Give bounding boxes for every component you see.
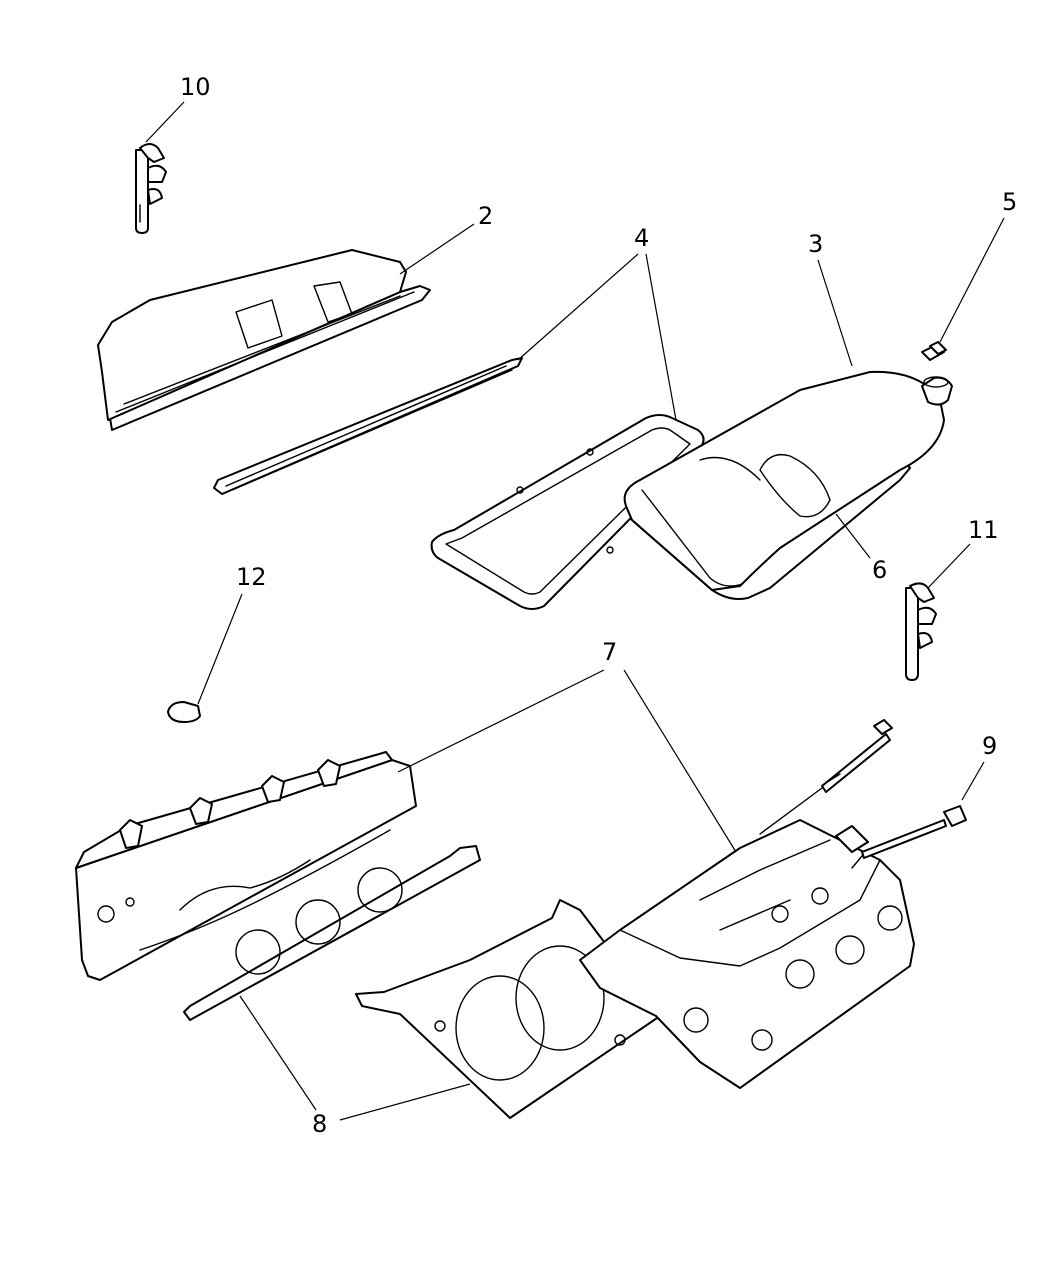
callout-12: 12 [236, 563, 267, 591]
callout-8: 8 [312, 1110, 327, 1138]
leader-3 [817, 259, 853, 367]
callout-4: 4 [634, 224, 649, 252]
callout-10: 10 [180, 73, 211, 101]
part-8-head-gasket-left [183, 845, 481, 1021]
callout-7: 7 [602, 638, 617, 666]
part-4-gasket-left [213, 357, 523, 495]
leader-2 [399, 223, 475, 275]
part-head-bolt-long [759, 719, 893, 835]
part-12-plug [167, 701, 201, 723]
callout-6: 6 [872, 556, 887, 584]
leader-4a [517, 253, 639, 361]
leader-10 [145, 101, 185, 143]
leader-7b [623, 669, 737, 853]
callout-2: 2 [478, 202, 493, 230]
part-7-cylinder-head-right [579, 819, 915, 1089]
leader-11 [927, 543, 971, 589]
leader-8b [339, 1083, 471, 1121]
leader-12 [197, 593, 243, 705]
callout-5: 5 [1002, 188, 1017, 216]
leader-lines [145, 101, 1005, 1121]
leader-9 [961, 761, 985, 801]
leader-7a [397, 669, 605, 773]
part-8-head-gasket-right [355, 899, 661, 1119]
part-9-bolt [851, 805, 967, 869]
leader-8a [239, 995, 317, 1111]
callout-3: 3 [808, 230, 823, 258]
callout-labels: 10 2 4 3 5 11 6 12 7 9 8 [180, 73, 1017, 1138]
leader-4b [645, 253, 677, 421]
part-5-bolt [921, 341, 947, 361]
leader-5 [939, 217, 1005, 343]
part-4-gasket-right [430, 414, 705, 610]
leader-6 [835, 513, 871, 559]
callout-9: 9 [982, 732, 997, 760]
part-11-wiring-clip [905, 582, 937, 681]
part-7-cylinder-head-left [75, 751, 417, 981]
part-3-head-cover-right [623, 370, 953, 600]
callout-11: 11 [968, 516, 999, 544]
part-10-wiring-clip [135, 143, 167, 234]
part-2-head-cover-left [97, 249, 431, 431]
